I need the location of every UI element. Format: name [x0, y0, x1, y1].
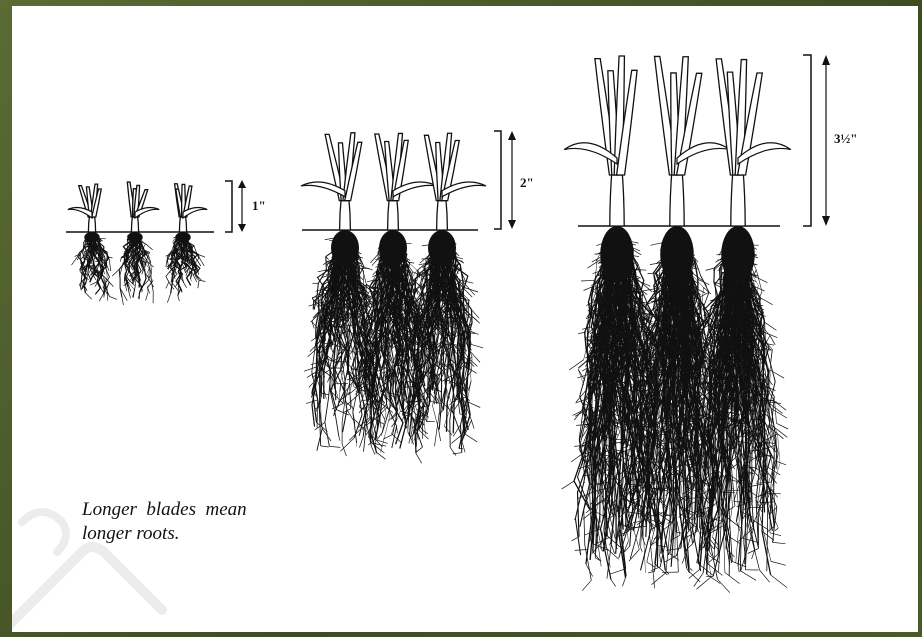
- grass-plant-blades: [424, 133, 486, 230]
- grass-plant-blades: [175, 184, 208, 232]
- diagram-panel: 1" 2" 3½" Longer blades mean longer root…: [12, 6, 918, 632]
- grass-plant-roots: [562, 226, 668, 591]
- measure-bracket-small: [225, 180, 246, 232]
- measure-bracket-large: [803, 55, 830, 226]
- grass-plant-blades: [564, 56, 637, 226]
- grass-plant-roots: [401, 230, 483, 463]
- grass-plant-blades: [68, 184, 101, 232]
- height-label-large: 3½": [834, 131, 857, 146]
- grass-plant-blades: [716, 59, 791, 226]
- height-label-medium: 2": [520, 175, 534, 190]
- grass-plant-blades: [127, 182, 159, 232]
- measure-bracket-medium: [494, 131, 516, 229]
- grass-plant-roots: [72, 232, 118, 301]
- grass-blades: [68, 56, 791, 232]
- grass-plant-blades: [301, 133, 362, 230]
- watermark-logo: [12, 492, 212, 632]
- grass-plant-roots: [166, 232, 206, 303]
- height-label-small: 1": [252, 198, 266, 213]
- grass-plant-roots: [112, 232, 153, 305]
